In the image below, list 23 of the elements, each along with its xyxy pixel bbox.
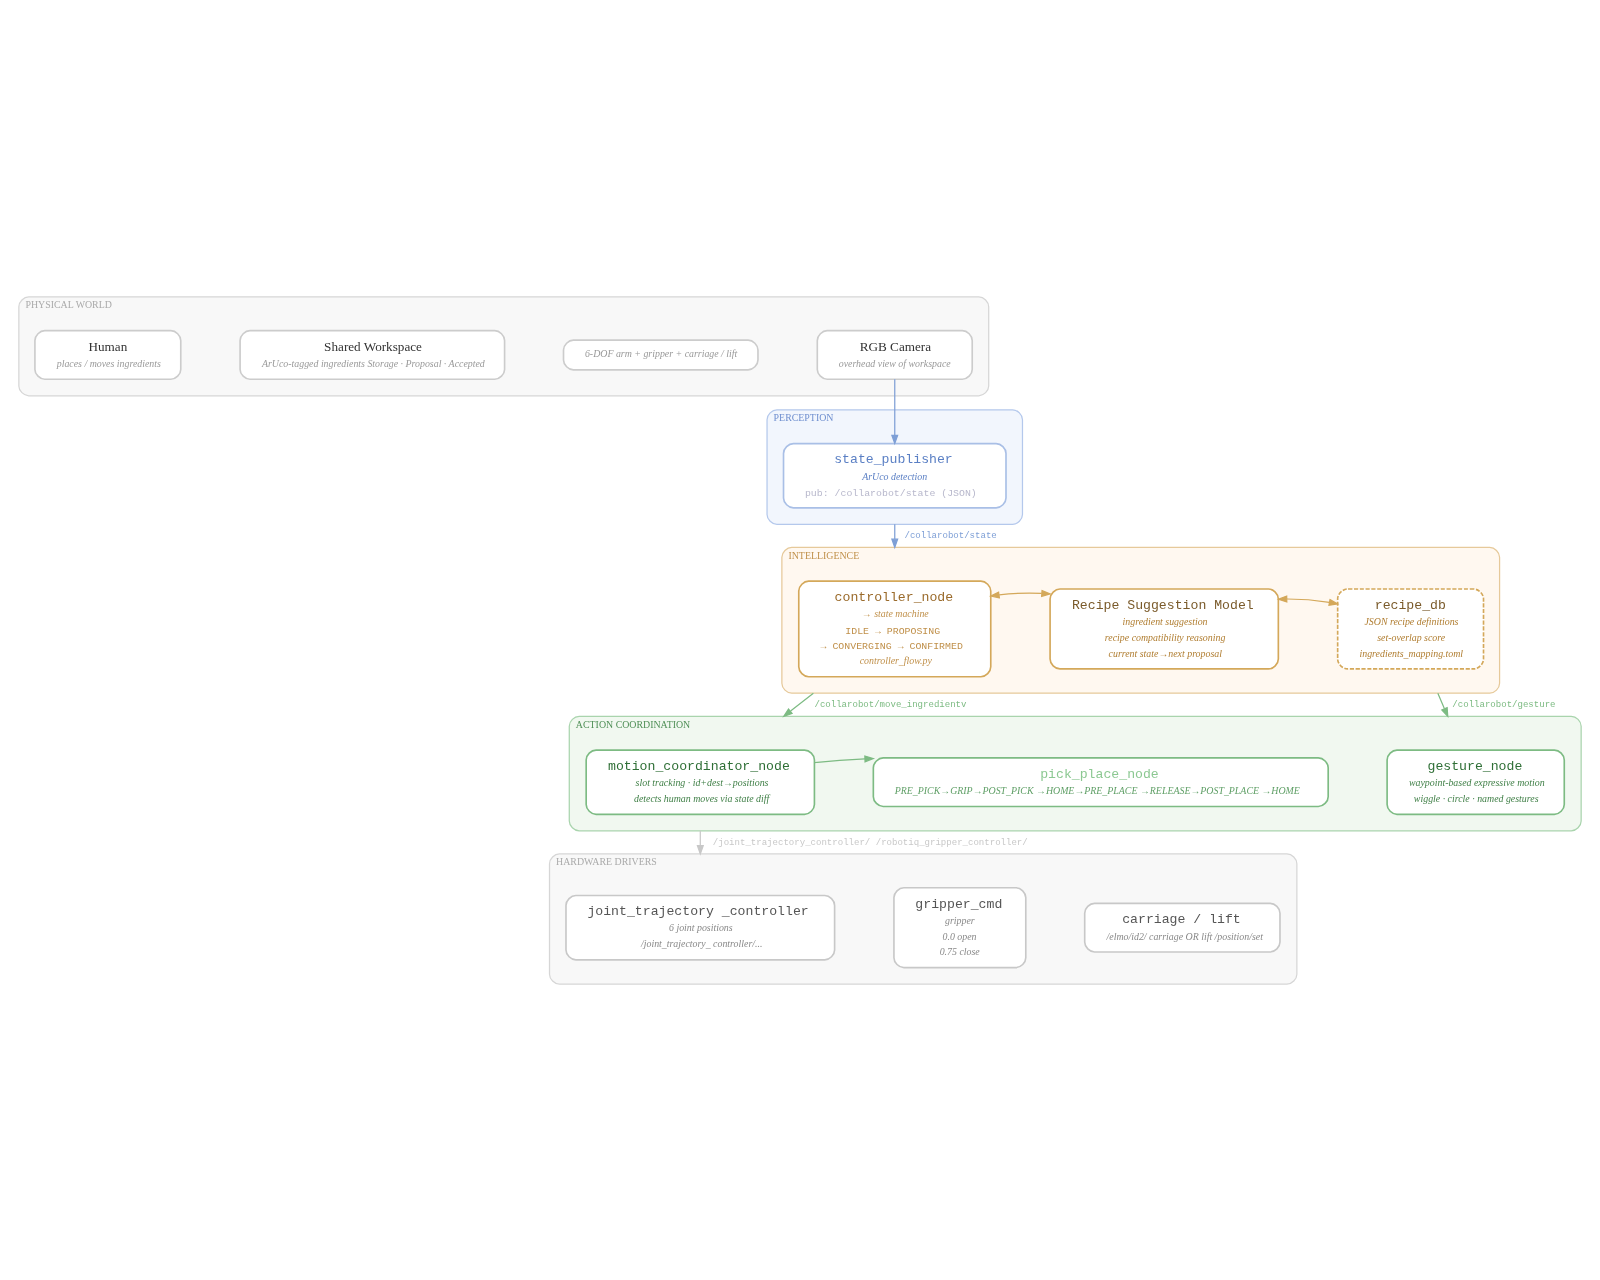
- node-box: 6-DOF arm + gripper + carriage / lift: [562, 338, 759, 371]
- node-box: recipe_db JSON recipe definitions set-overlap score ingredients_mapping.toml: [1336, 587, 1485, 670]
- edge-label: /collarobot/state: [904, 529, 997, 541]
- edge-label: /collarobot/move_ingredientv: [814, 698, 967, 710]
- arrow: [891, 378, 899, 445]
- node-box: joint_trajectory _controller 6 joint positions /joint_trajectory_ controller/...: [565, 894, 836, 961]
- node-box: state_publisher ArUco detection pub: /collarobot/state (JSON): [782, 442, 1007, 509]
- node-box: Recipe Suggestion Model ingredient suggestion recipe compatibility reasoning current state→next proposal: [1049, 587, 1280, 670]
- arrow: [1276, 594, 1340, 606]
- node-box: gripper_cmd gripper 0.0 open 0.75 close: [893, 886, 1027, 968]
- edge-label: /collarobot/gesture: [1452, 698, 1556, 710]
- node-box: motion_coordinator_node slot tracking · id+dest→positions detects human moves via state diff: [585, 748, 816, 815]
- arrow: [782, 692, 814, 717]
- arrow: [1437, 692, 1449, 718]
- node-box: RGB Camera overhead view of workspace: [816, 329, 974, 380]
- node-box: Human places / moves ingredients: [34, 329, 182, 380]
- arrow: [988, 589, 1052, 599]
- node-box: Shared Workspace ArUco-tagged ingredients Storage · Proposal · Accepted: [239, 329, 506, 380]
- node-box: pick_place_node PRE_PICK→GRIP→POST_PICK →HOME→PRE_PLACE →RELEASE→POST_PLACE →HOME: [872, 756, 1329, 807]
- arrow: [813, 754, 876, 763]
- node-box: carriage / lift /elmo/id2/ carriage OR lift /position/set: [1083, 902, 1281, 953]
- node-box: gesture_node waypoint-based expressive motion wiggle · circle · named gestures: [1386, 748, 1566, 815]
- node-box: controller_node → state machine IDLE → PROPOSING → CONVERGING → CONFIRMED controller_flow.py: [797, 579, 992, 678]
